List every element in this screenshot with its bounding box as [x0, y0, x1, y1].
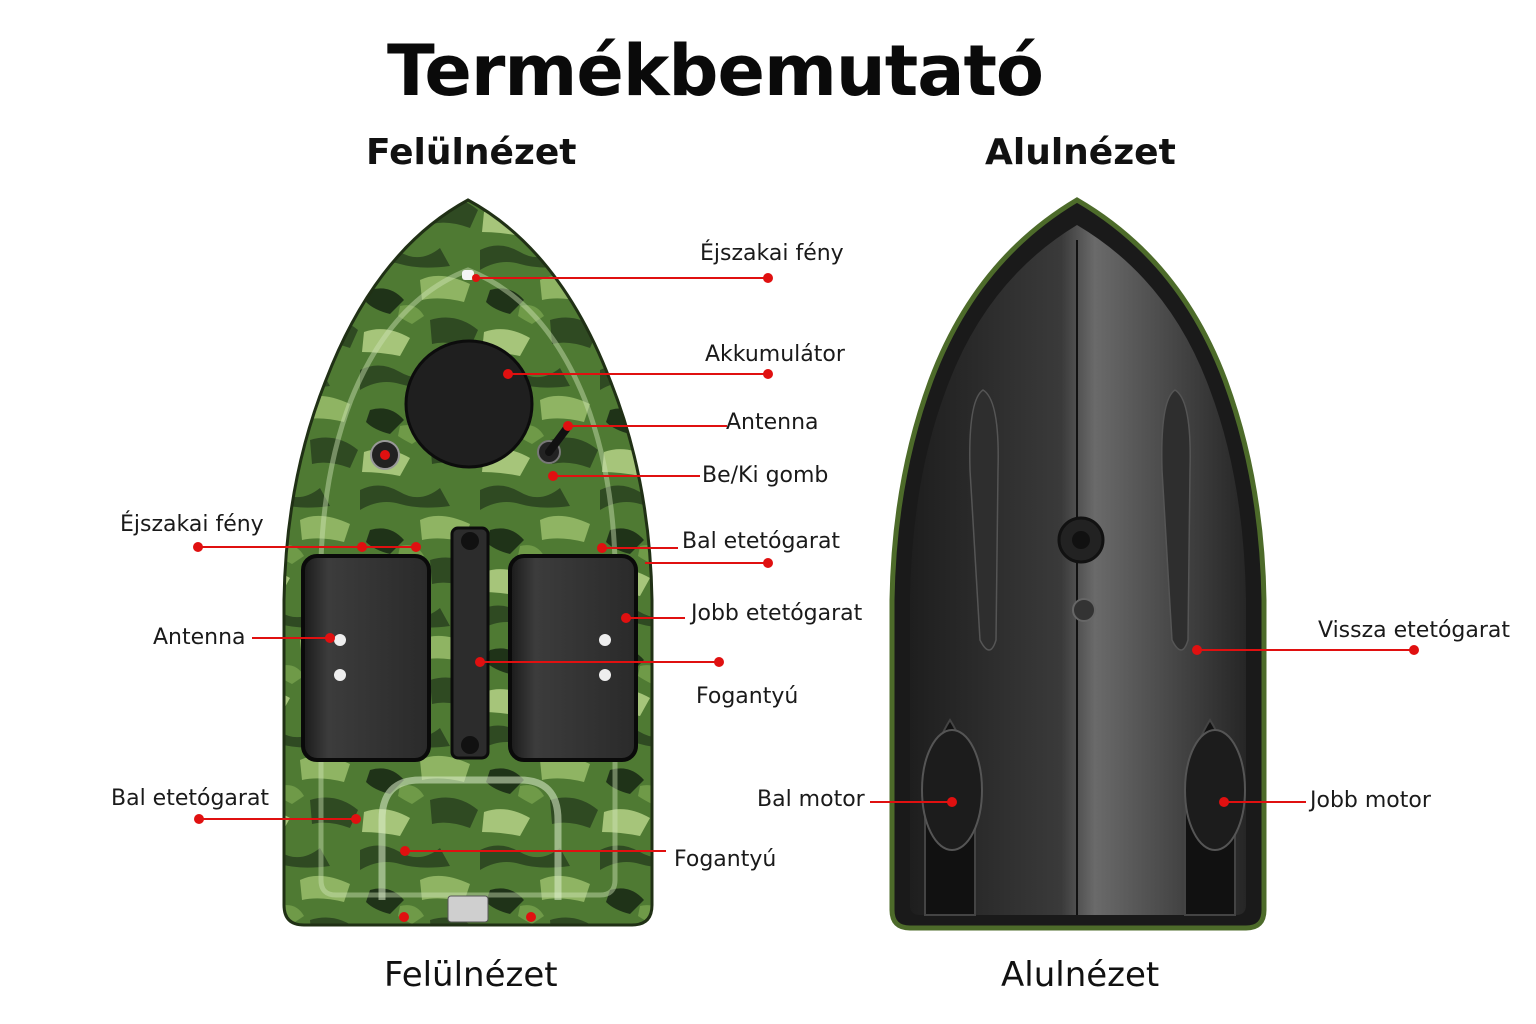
bottom-view-boat: [889, 197, 1267, 931]
top-view-heading: Felülnézet: [366, 132, 577, 173]
page-title: Termékbemutató: [386, 30, 1044, 112]
left-hopper: [301, 554, 431, 762]
bottom-view-caption: Alulnézet: [1001, 955, 1160, 995]
label-handle-center: Fogantyú: [696, 684, 799, 709]
rear-handle: [378, 776, 562, 900]
label-right-hopper: Jobb etetógarat: [691, 601, 863, 626]
label-left-hopper-right-side: Bal etetógarat: [682, 529, 841, 554]
top-view-caption: Felülnézet: [384, 955, 558, 995]
label-handle-rear: Fogantyú: [674, 847, 777, 872]
label-night-light-side: Éjszakai fény: [120, 512, 264, 537]
label-battery: Akkumulátor: [705, 342, 845, 367]
label-left-hopper-left-side: Bal etetógarat: [111, 786, 270, 811]
top-view-boat: [282, 198, 654, 927]
label-power-switch: Be/Ki gomb: [702, 463, 829, 488]
night-light-front: [462, 270, 474, 280]
label-night-light-front: Éjszakai fény: [700, 241, 844, 266]
bottom-view-heading: Alulnézet: [985, 132, 1176, 173]
center-handle: [450, 526, 490, 760]
label-antenna-top: Antenna: [726, 410, 819, 435]
callouts-top: [193, 273, 773, 922]
label-left-motor: Bal motor: [757, 787, 865, 812]
right-hopper: [508, 554, 638, 762]
callouts-bottom: [870, 645, 1419, 807]
label-antenna-side: Antenna: [153, 625, 246, 650]
label-right-motor: Jobb motor: [1310, 788, 1431, 813]
battery-cover: [404, 339, 534, 469]
label-return-hopper: Vissza etetógarat: [1318, 618, 1511, 643]
